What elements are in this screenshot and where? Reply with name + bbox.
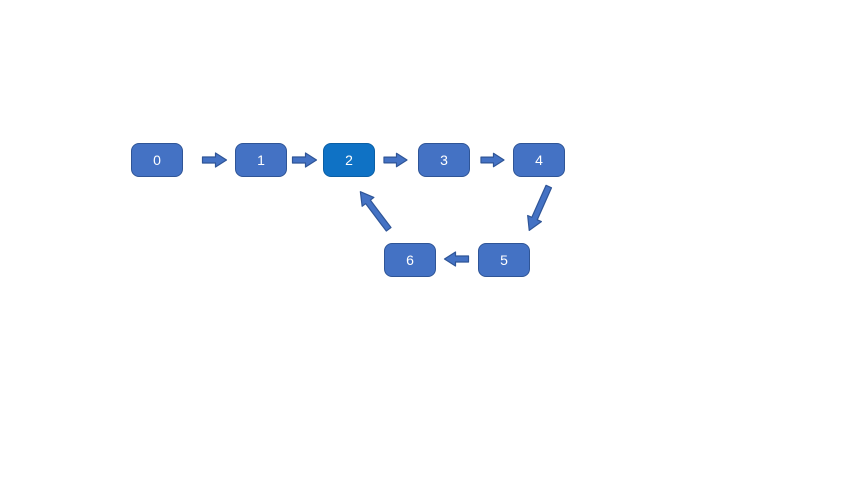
arrow-5-to-6-icon [443, 251, 470, 267]
node-4-label: 4 [535, 152, 543, 168]
arrow-0-to-1-icon [201, 152, 228, 168]
node-2-highlighted: 2 [323, 143, 375, 177]
node-0: 0 [131, 143, 183, 177]
arrow-6-to-2-cycle-icon [359, 191, 392, 232]
node-5-label: 5 [500, 252, 508, 268]
arrow-4-to-5-icon [527, 184, 553, 232]
node-6: 6 [384, 243, 436, 277]
node-0-label: 0 [153, 152, 161, 168]
arrow-3-to-4-icon [480, 152, 505, 168]
node-3: 3 [418, 143, 470, 177]
arrow-2-to-3-icon [383, 152, 408, 168]
node-5: 5 [478, 243, 530, 277]
node-4: 4 [513, 143, 565, 177]
node-6-label: 6 [406, 252, 414, 268]
node-3-label: 3 [440, 152, 448, 168]
node-1: 1 [235, 143, 287, 177]
node-1-label: 1 [257, 152, 265, 168]
arrow-1-to-2-icon [291, 152, 318, 168]
node-2-label: 2 [345, 152, 353, 168]
